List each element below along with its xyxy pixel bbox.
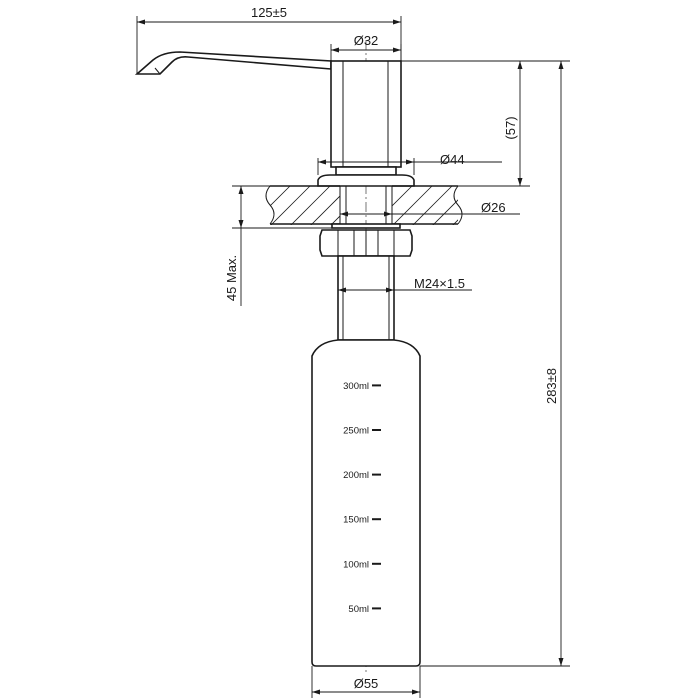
- dimension-total-height: 283±8: [401, 60, 570, 667]
- dim-max-thickness-label: 45 Max.: [224, 255, 239, 301]
- pump-head: [330, 60, 402, 168]
- dimension-flange-diameter: Ø44: [317, 152, 502, 175]
- spout: [134, 51, 332, 75]
- dim-total-height-label: 283±8: [544, 368, 559, 404]
- bottle-scale: 300ml 250ml 200ml 150ml 100ml 50ml: [343, 381, 381, 615]
- dim-thread-label: M24×1.5: [414, 276, 465, 291]
- scale-label-50: 50ml: [348, 604, 369, 615]
- dim-head-diameter-label: Ø32: [354, 33, 379, 48]
- threaded-tube: [337, 255, 395, 341]
- dimension-hole-diameter: Ø26: [340, 200, 520, 217]
- dimension-head-height: (57): [401, 60, 530, 187]
- dimension-max-thickness: 45 Max.: [224, 185, 332, 306]
- counter-top: [265, 185, 463, 225]
- scale-label-150: 150ml: [343, 515, 369, 526]
- dim-bottle-diameter-label: Ø55: [354, 676, 379, 691]
- lock-nut: [319, 223, 413, 257]
- scale-label-200: 200ml: [343, 470, 369, 481]
- dimension-bottle-diameter: Ø55: [311, 666, 421, 698]
- dim-hole-diameter-label: Ø26: [481, 200, 506, 215]
- bottle: [311, 339, 421, 667]
- scale-label-250: 250ml: [343, 426, 369, 437]
- flange: [317, 166, 415, 187]
- dim-head-height-label: (57): [503, 116, 518, 139]
- scale-label-300: 300ml: [343, 381, 369, 392]
- dim-flange-diameter-label: Ø44: [440, 152, 465, 167]
- scale-label-100: 100ml: [343, 559, 369, 570]
- dimension-thread: M24×1.5: [338, 276, 472, 293]
- dimension-head-diameter: Ø32: [330, 33, 402, 61]
- dim-spout-reach-label: 125±5: [251, 5, 287, 20]
